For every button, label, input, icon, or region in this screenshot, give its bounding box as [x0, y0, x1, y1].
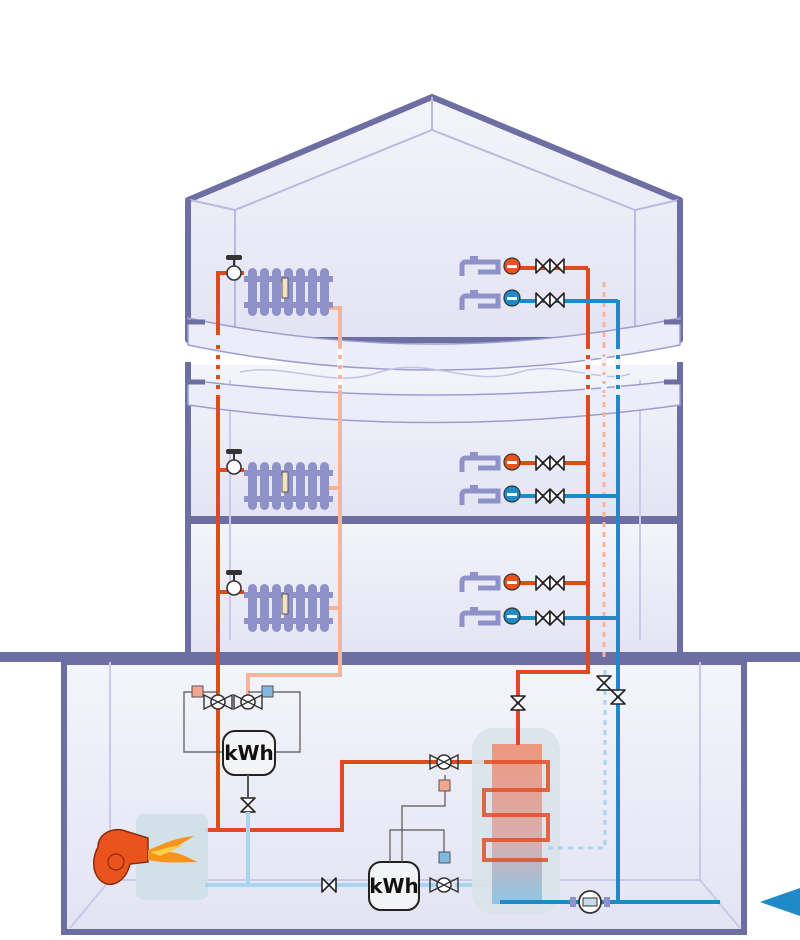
domestic-water-risers — [500, 268, 800, 916]
boiler-icon — [93, 814, 208, 900]
water-meter-icon: kWh — [368, 861, 420, 911]
tap-icon[interactable] — [459, 452, 501, 472]
tap-row-attic — [459, 256, 618, 310]
pump-icon — [570, 890, 610, 914]
valve-icon[interactable] — [226, 255, 242, 281]
heat-meter-icon: kWh — [222, 730, 276, 776]
valve-icon[interactable] — [226, 449, 242, 475]
tap-icon[interactable] — [459, 572, 501, 592]
tap-icon[interactable] — [459, 290, 501, 310]
hot-water-tank-icon — [472, 728, 560, 914]
house-walls — [0, 94, 800, 935]
tap-icon[interactable] — [459, 256, 501, 276]
valve-icon[interactable] — [226, 570, 242, 596]
tap-row-ground — [459, 572, 618, 627]
tap-icon[interactable] — [459, 607, 501, 627]
cold-water-main: kWh — [205, 753, 500, 911]
tap-row-middle — [459, 452, 618, 505]
inlet-arrow-icon — [760, 888, 800, 916]
tap-icon[interactable] — [459, 485, 501, 505]
temperature-sensor-icon — [183, 685, 301, 753]
heat-meter-label: kWh — [224, 741, 274, 765]
water-meter-label: kWh — [369, 874, 419, 898]
flame-icon — [148, 836, 198, 863]
